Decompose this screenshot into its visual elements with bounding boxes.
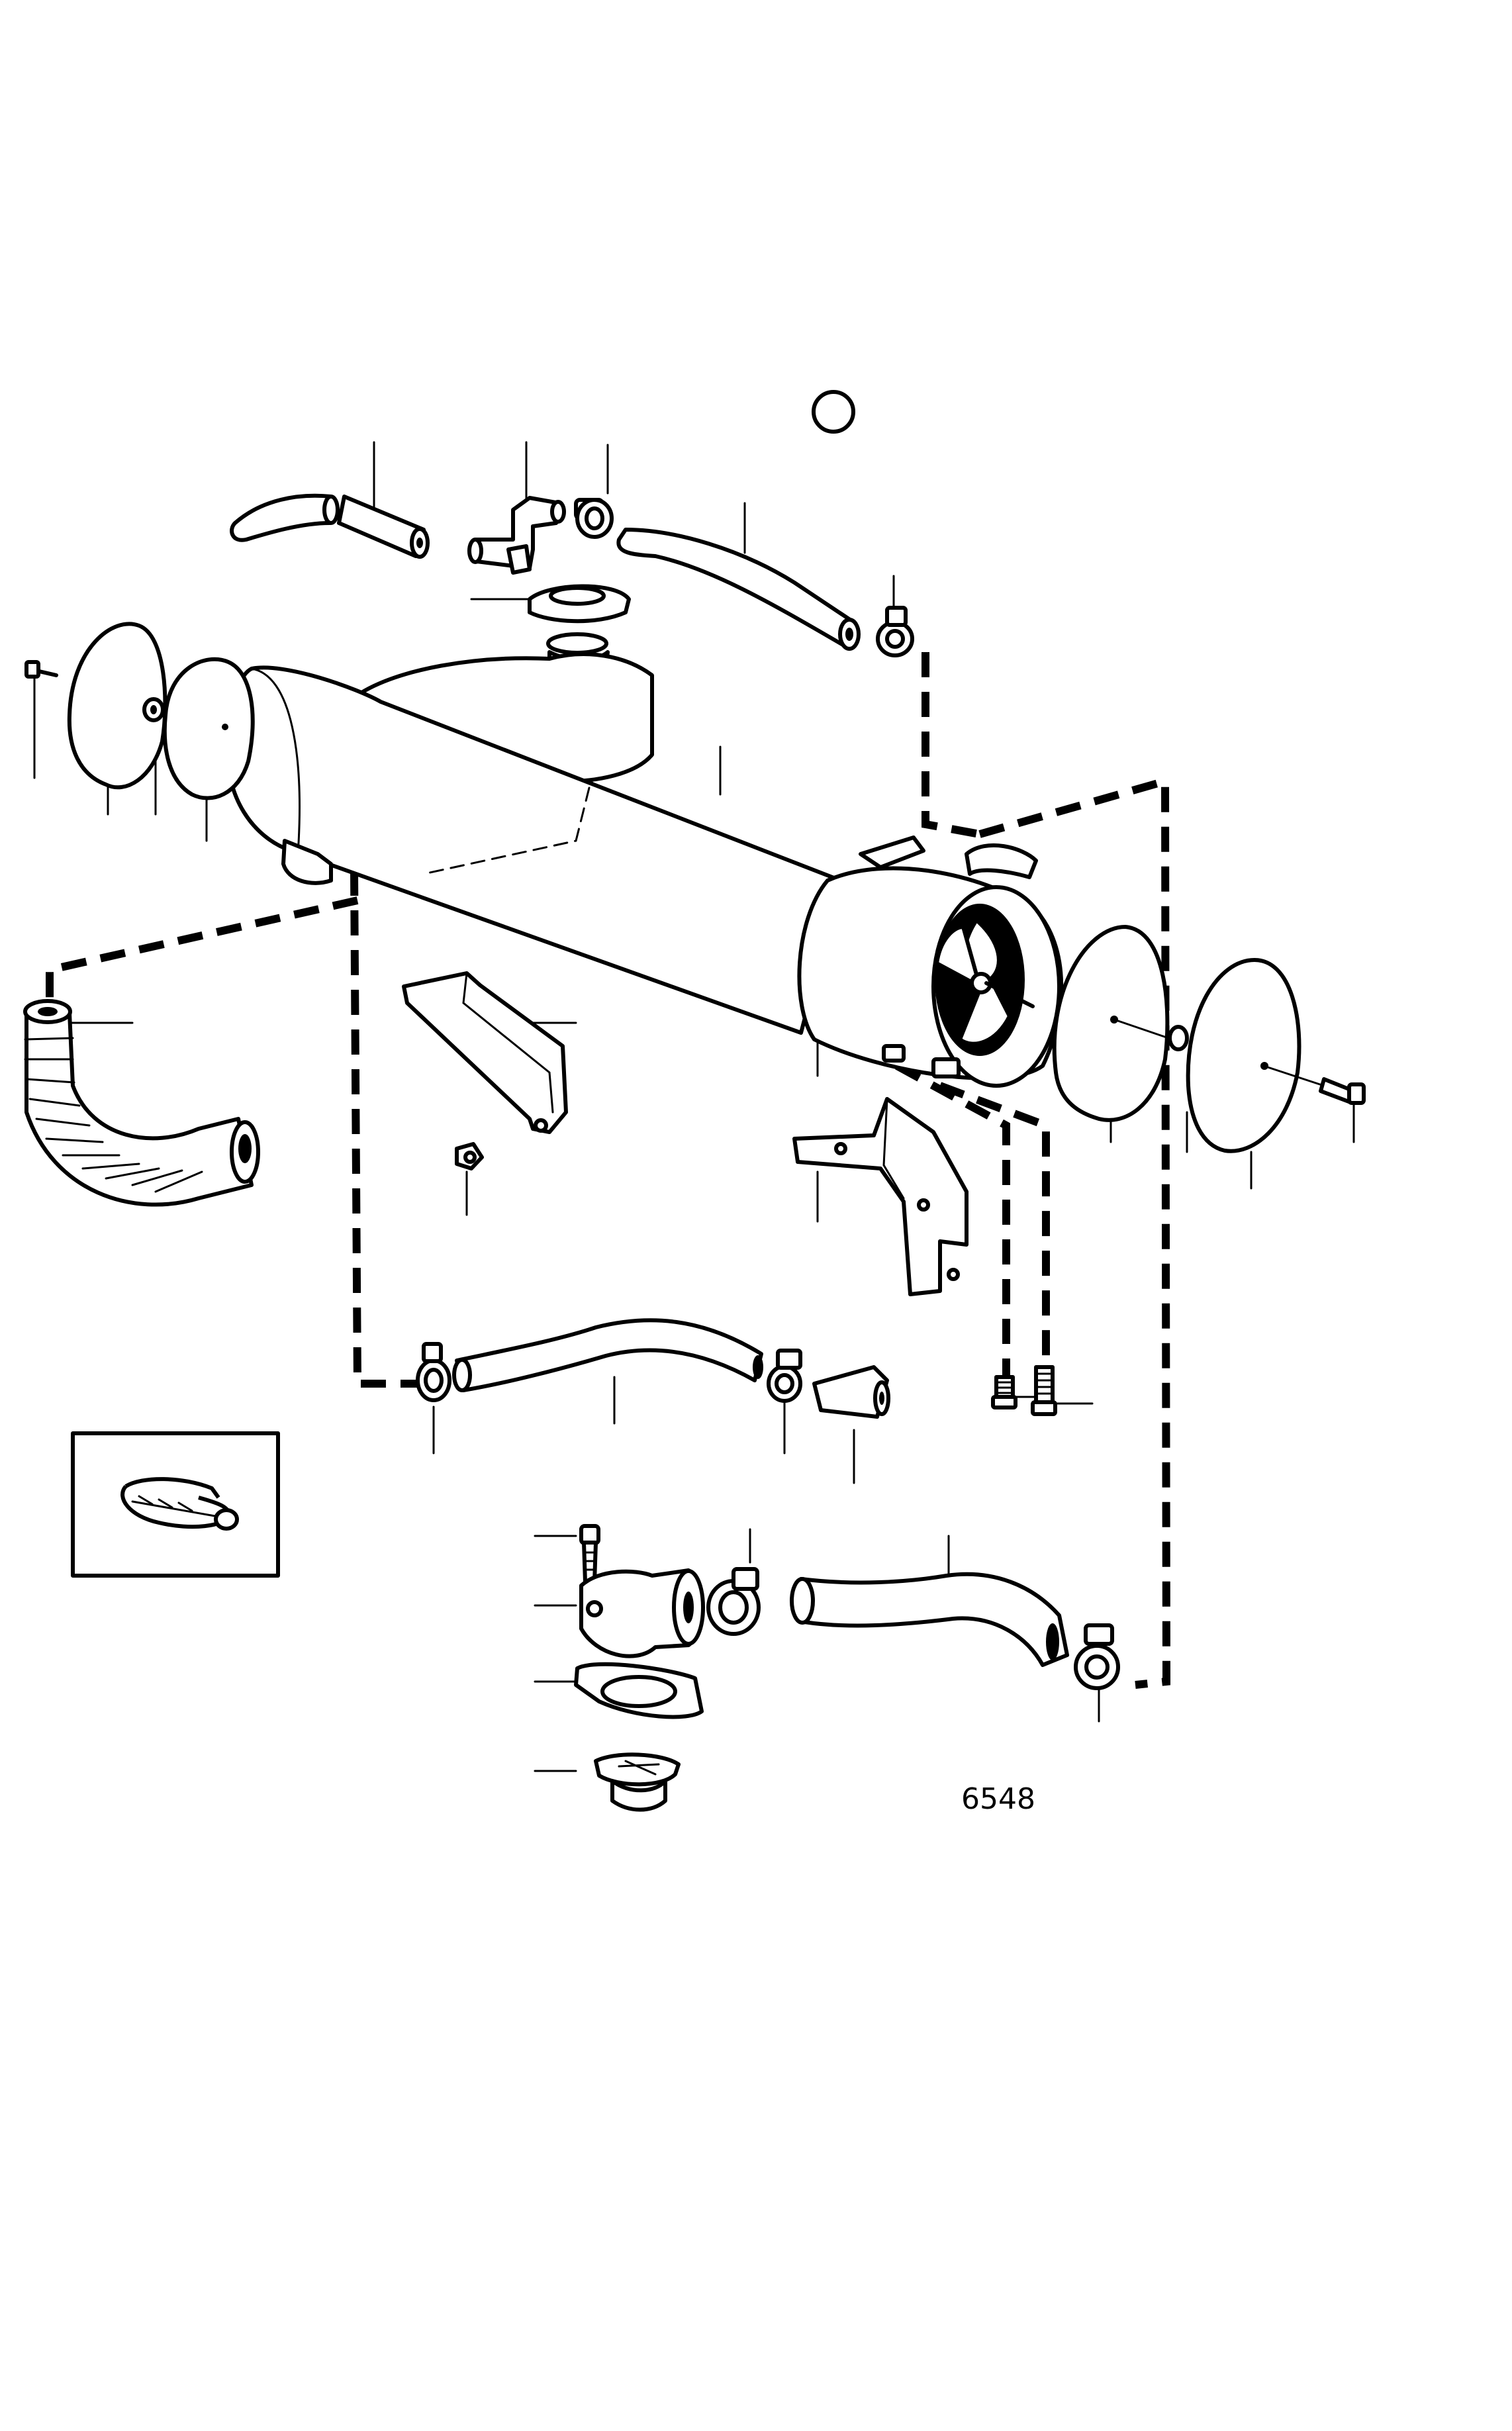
mounting-brackets (402, 971, 969, 1296)
hose-clamp-detail-inset (71, 1431, 280, 1578)
right-end-cover-assembly (1052, 925, 1366, 1153)
variant-marker-circle (812, 390, 855, 434)
bleed-screws (991, 1365, 1057, 1416)
top-vent-hose-assembly (230, 493, 914, 657)
drawing-number: 6548 (961, 1782, 1035, 1816)
heat-exchanger-housing (226, 652, 1064, 1088)
thermostat-housing-assembly (574, 1524, 1120, 1812)
lower-return-hose (416, 1318, 890, 1419)
corrugated-hose (23, 999, 260, 1207)
left-end-cover-assembly (24, 622, 255, 800)
